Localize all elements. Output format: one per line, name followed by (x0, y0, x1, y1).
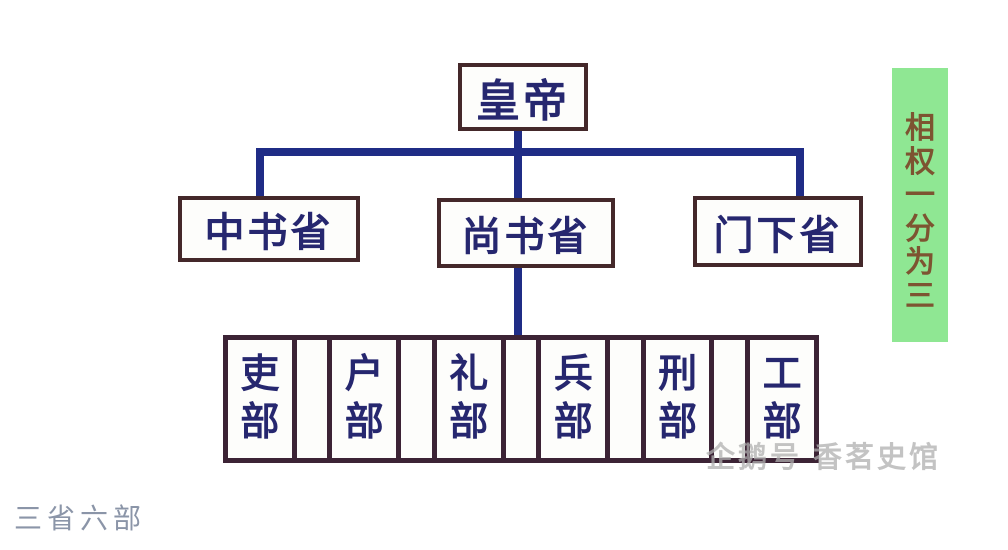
ministry-divider (605, 340, 646, 458)
connector-drop-ministries (514, 266, 522, 337)
ministry-divider (500, 340, 542, 458)
node-zhongshu-sheng: 中书省 (178, 196, 360, 262)
ministry-works-label: 工部 (762, 353, 802, 444)
node-zhongshu-label: 中书省 (204, 211, 334, 255)
page-caption: 三省六部 (14, 503, 147, 534)
node-ministry-personnel: 吏部 (228, 340, 292, 458)
ministry-divider (709, 340, 751, 458)
side-note-text: 相权一分为三 (905, 112, 935, 313)
node-emperor-label: 皇帝 (476, 77, 570, 126)
six-ministries-strip: 吏部 户部 礼部 兵部 刑部 工部 (223, 335, 819, 463)
node-ministry-works: 工部 (750, 340, 814, 458)
node-shangshu-label: 尚书省 (461, 215, 591, 259)
node-menxia-label: 门下省 (713, 213, 843, 258)
connector-emperor-stub (514, 129, 522, 150)
side-note-banner: 相权一分为三 (892, 68, 948, 342)
node-ministry-war: 兵部 (541, 340, 605, 458)
connector-drop-shangshu (514, 150, 522, 200)
connector-horizontal-bar (256, 148, 804, 156)
node-ministry-justice: 刑部 (646, 340, 710, 458)
node-menxia-sheng: 门下省 (693, 196, 863, 267)
ministry-rites-label: 礼部 (449, 353, 489, 444)
connector-drop-zhongshu (256, 150, 264, 198)
ministry-revenue-label: 户部 (344, 353, 384, 444)
ministry-divider (396, 340, 437, 458)
ministry-justice-label: 刑部 (658, 353, 698, 444)
node-ministry-revenue: 户部 (332, 340, 396, 458)
ministry-war-label: 兵部 (553, 353, 593, 444)
ministry-divider (291, 340, 333, 458)
ministry-personnel-label: 吏部 (240, 353, 280, 444)
node-emperor: 皇帝 (458, 63, 588, 131)
node-shangshu-sheng: 尚书省 (437, 198, 615, 268)
connector-drop-menxia (796, 150, 804, 198)
watermark-text: 企鹅号 香茗史馆 (706, 442, 942, 474)
node-ministry-rites: 礼部 (437, 340, 501, 458)
